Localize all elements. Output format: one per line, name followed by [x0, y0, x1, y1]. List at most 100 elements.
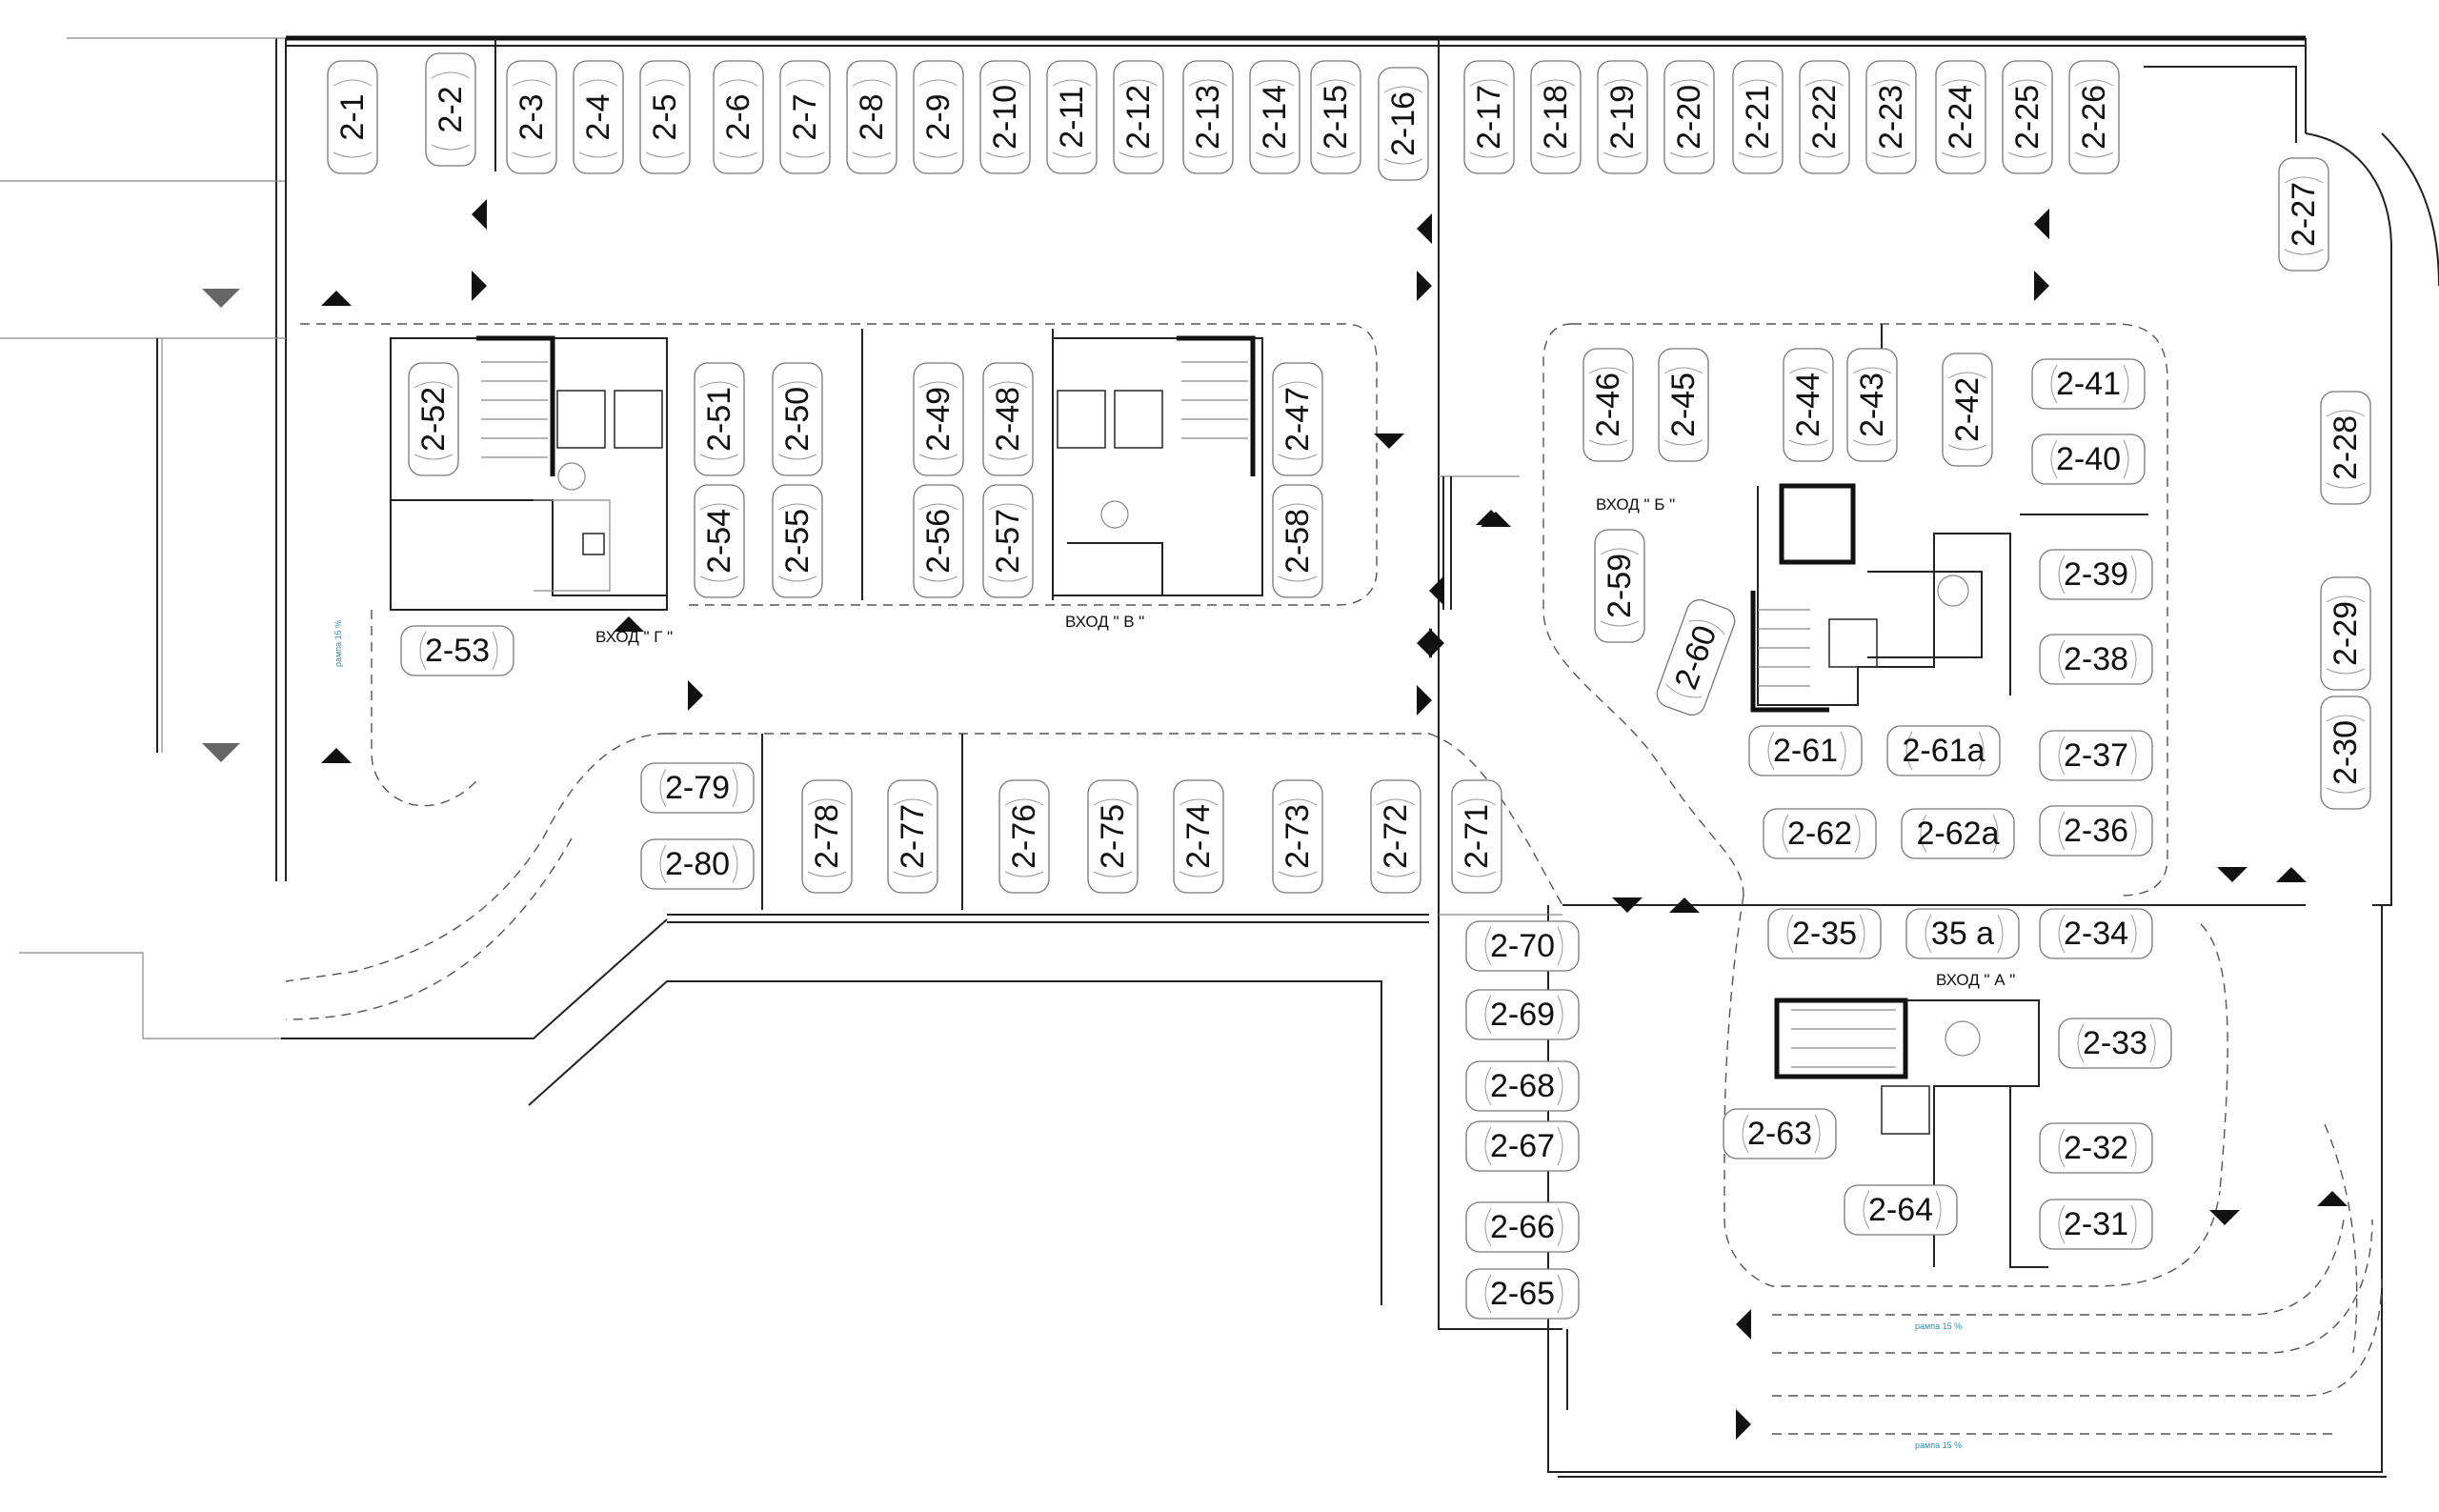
parking-spot-label: 2-44 [1790, 373, 1826, 437]
direction-arrow-left [1736, 1309, 1751, 1340]
parking-spot: 2-41 [2031, 358, 2146, 410]
direction-arrow-up [321, 291, 352, 306]
parking-spot-label: 2-35 [1792, 916, 1857, 952]
parking-spot: 2-76 [998, 779, 1050, 894]
parking-spot: 2-72 [1370, 779, 1421, 894]
parking-spot: 2-20 [1663, 60, 1715, 174]
parking-spot: 2-51 [694, 362, 745, 476]
parking-spot-label: 2-72 [1378, 804, 1414, 869]
parking-spot: 2-63 [1723, 1108, 1837, 1159]
parking-spot: 2-58 [1272, 484, 1323, 598]
parking-spot-label: 2-1 [334, 93, 371, 140]
parking-spot: 2-23 [1865, 60, 1917, 174]
ramp-label-2: рампа 15 % [1915, 1441, 1962, 1450]
parking-spot-label: 2-7 [787, 93, 823, 140]
parking-spot-label: 2-37 [2064, 737, 2128, 774]
direction-arrow-down [202, 743, 240, 762]
parking-spot: 2-43 [1846, 348, 1898, 462]
parking-spot-label: 2-51 [701, 387, 737, 452]
parking-spot-label: 2-62 [1787, 816, 1852, 852]
parking-spot-label: 2-13 [1190, 85, 1226, 150]
parking-spot: 2-10 [979, 60, 1031, 174]
parking-spot-label: 2-53 [425, 633, 490, 669]
parking-spot: 2-66 [1465, 1201, 1580, 1253]
parking-spot: 2-14 [1249, 60, 1300, 174]
parking-spot-label: 35 а [1931, 916, 1994, 952]
parking-spot: 2-28 [2320, 391, 2371, 505]
direction-arrow-left [2034, 209, 2049, 239]
parking-spot-label: 2-61 [1773, 733, 1838, 769]
parking-spot-label: 2-5 [647, 93, 683, 140]
parking-spot-label: 2-34 [2064, 916, 2128, 952]
parking-spot: 2-50 [772, 362, 823, 476]
direction-arrow-down [2217, 867, 2248, 882]
direction-arrow-right [1417, 271, 1432, 301]
parking-spot: 2-42 [1942, 353, 1993, 467]
parking-spot: 2-5 [639, 60, 691, 174]
parking-spot-label: 2-36 [2064, 813, 2128, 849]
parking-spot-label: 2-32 [2064, 1130, 2128, 1166]
parking-spot-label: 2-3 [514, 93, 550, 140]
parking-spot: 2-17 [1463, 60, 1515, 174]
direction-arrow-up [321, 748, 352, 763]
direction-arrow-up [2276, 867, 2307, 882]
parking-spot-label: 2-54 [701, 509, 737, 574]
driveway-boundaries [285, 323, 2383, 1435]
parking-spot: 2-21 [1732, 60, 1784, 174]
parking-spot: 2-31 [2039, 1199, 2153, 1250]
parking-spot-label: 2-65 [1490, 1276, 1555, 1312]
parking-spot-label: 2-42 [1949, 377, 1985, 442]
parking-spot-label: 2-69 [1490, 997, 1555, 1033]
parking-spot-label: 2-24 [1943, 85, 1979, 150]
outer-walls [0, 35, 2439, 1478]
parking-spot: 2-52 [408, 362, 459, 476]
parking-spot-label: 2-49 [920, 387, 957, 452]
parking-spot: 2-44 [1783, 348, 1834, 462]
parking-spot-label: 2-47 [1280, 387, 1316, 452]
parking-spot-label: 2-45 [1665, 373, 1702, 437]
parking-spot-label: 2-4 [580, 93, 616, 140]
direction-arrow-left [1417, 213, 1432, 244]
entrance-g-label: ВХОД " Г " [595, 628, 673, 646]
parking-spot: 35 а [1905, 908, 2020, 959]
parking-spot: 2-80 [640, 838, 755, 890]
parking-spot: 2-19 [1597, 60, 1648, 174]
parking-spot: 2-61а [1886, 725, 2001, 776]
parking-spot: 2-73 [1272, 779, 1323, 894]
direction-arrow-right [472, 271, 487, 301]
parking-spot-label: 2-8 [854, 93, 890, 140]
direction-arrow-down [1374, 433, 1404, 449]
parking-spot: 2-4 [573, 60, 624, 174]
parking-spot-label: 2-77 [895, 804, 931, 869]
parking-spot-label: 2-75 [1095, 804, 1131, 869]
parking-spot: 2-48 [982, 362, 1034, 476]
parking-spot: 2-37 [2039, 730, 2153, 781]
parking-spot-label: 2-12 [1120, 85, 1157, 150]
building-block-b [1750, 483, 2011, 713]
parking-spot-label: 2-66 [1490, 1209, 1555, 1245]
parking-spot: 2-22 [1799, 60, 1850, 174]
parking-spot: 2-35 [1767, 908, 1882, 959]
parking-spot-label: 2-43 [1854, 373, 1890, 437]
column-marks [285, 38, 2148, 916]
parking-spot-label: 2-46 [1590, 373, 1626, 437]
parking-spot: 2-59 [1594, 529, 1645, 643]
parking-spot-label: 2-74 [1180, 804, 1217, 869]
parking-spot: 2-57 [982, 484, 1034, 598]
parking-spot: 2-24 [1935, 60, 1986, 174]
direction-arrow-up [614, 616, 644, 632]
ramp-label-3: рампа 15 % [333, 620, 343, 667]
parking-spot: 2-18 [1530, 60, 1582, 174]
parking-spot-label: 2-62а [1917, 816, 2000, 852]
parking-spot-label: 2-56 [920, 509, 957, 574]
parking-spot: 2-34 [2039, 908, 2153, 959]
parking-spot-label: 2-9 [920, 93, 957, 140]
parking-spot: 2-62 [1763, 808, 1877, 859]
parking-spot: 2-12 [1113, 60, 1164, 174]
parking-spot: 2-8 [846, 60, 897, 174]
parking-spot-label: 2-26 [2076, 85, 2112, 150]
direction-arrow-right [2034, 271, 2049, 301]
parking-spot: 2-16 [1378, 67, 1429, 181]
